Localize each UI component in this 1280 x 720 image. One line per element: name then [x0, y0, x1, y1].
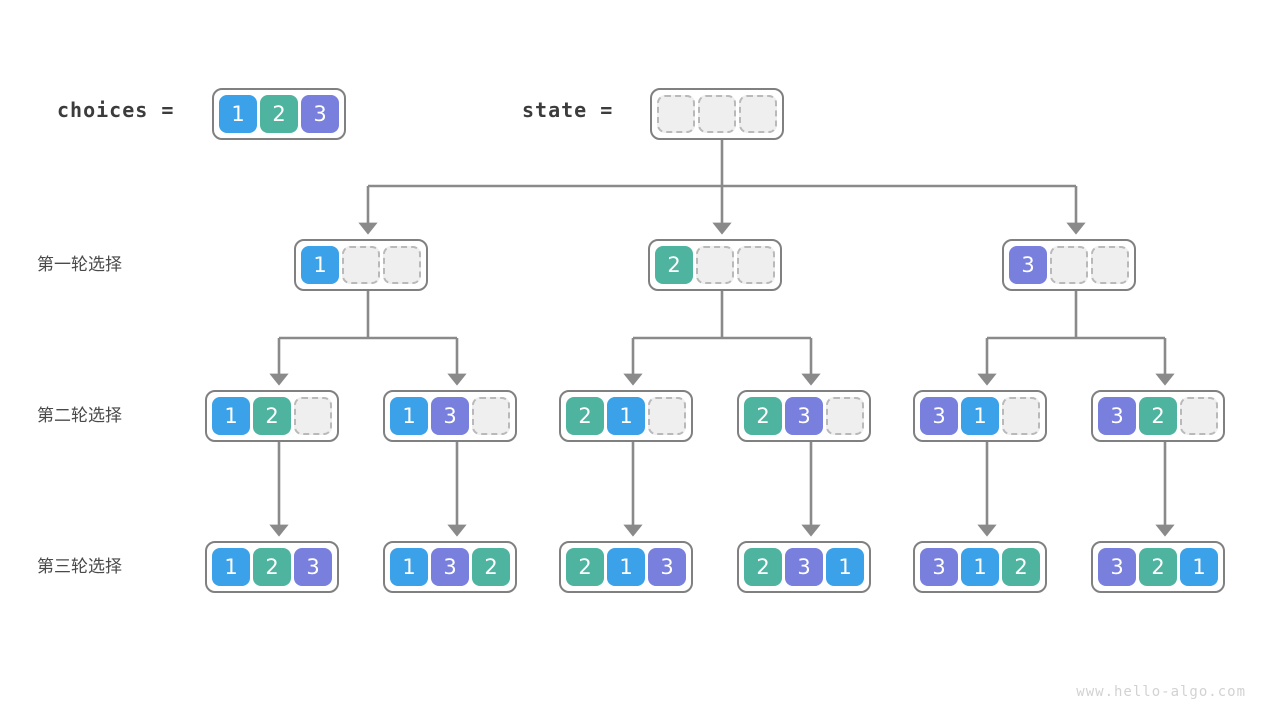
array-cell-filled: 2 [744, 397, 782, 435]
array-cell-filled: 1 [301, 246, 339, 284]
array-cell-filled: 3 [920, 397, 958, 435]
row-label-round1: 第一轮选择 [37, 255, 122, 275]
array-cell-filled: 3 [431, 548, 469, 586]
array-cell-filled: 1 [1180, 548, 1218, 586]
array-cell-filled: 3 [785, 548, 823, 586]
array-cell-empty [737, 246, 775, 284]
node-round1-1: 1 [294, 239, 428, 291]
array-cell-filled: 2 [655, 246, 693, 284]
array-cell-filled: 1 [826, 548, 864, 586]
array-cell-filled: 2 [472, 548, 510, 586]
array-cell-empty [1002, 397, 1040, 435]
array-cell-filled: 3 [1009, 246, 1047, 284]
array-cell-filled: 2 [566, 548, 604, 586]
array-cell-filled: 2 [1002, 548, 1040, 586]
array-cell-empty [1180, 397, 1218, 435]
array-cell-empty [1091, 246, 1129, 284]
array-cell-filled: 3 [1098, 548, 1136, 586]
array-cell-filled: 3 [294, 548, 332, 586]
array-cell-filled: 2 [260, 95, 298, 133]
array-cell-filled: 2 [744, 548, 782, 586]
array-cell-filled: 3 [648, 548, 686, 586]
array-cell-filled: 3 [1098, 397, 1136, 435]
array-cell-filled: 3 [431, 397, 469, 435]
array-cell-filled: 1 [219, 95, 257, 133]
array-cell-filled: 1 [390, 397, 428, 435]
row-label-round3: 第三轮选择 [37, 557, 122, 577]
array-cell-filled: 1 [212, 548, 250, 586]
array-cell-filled: 1 [390, 548, 428, 586]
array-cell-filled: 2 [253, 548, 291, 586]
array-cell-filled: 1 [607, 397, 645, 435]
array-cell-empty [1050, 246, 1088, 284]
array-cell-filled: 3 [301, 95, 339, 133]
array-cell-empty [648, 397, 686, 435]
array-cell-filled: 1 [961, 397, 999, 435]
array-cell-filled: 2 [1139, 548, 1177, 586]
watermark: www.hello-algo.com [1076, 684, 1246, 700]
array-cell-filled: 3 [920, 548, 958, 586]
array-cell-empty [657, 95, 695, 133]
row-label-round2: 第二轮选择 [37, 406, 122, 426]
state-array [650, 88, 784, 140]
array-cell-empty [472, 397, 510, 435]
array-cell-empty [698, 95, 736, 133]
array-cell-filled: 2 [253, 397, 291, 435]
array-cell-filled: 1 [212, 397, 250, 435]
array-cell-filled: 2 [566, 397, 604, 435]
array-cell-empty [739, 95, 777, 133]
node-round1-3: 3 [1002, 239, 1136, 291]
array-cell-filled: 1 [607, 548, 645, 586]
array-cell-empty [383, 246, 421, 284]
state-label: state = [522, 98, 614, 122]
array-cell-filled: 2 [1139, 397, 1177, 435]
array-cell-empty [696, 246, 734, 284]
choices-label: choices = [57, 98, 175, 122]
array-cell-empty [342, 246, 380, 284]
array-cell-empty [826, 397, 864, 435]
array-cell-filled: 3 [785, 397, 823, 435]
node-round1-2: 2 [648, 239, 782, 291]
array-cell-empty [294, 397, 332, 435]
array-cell-filled: 1 [961, 548, 999, 586]
